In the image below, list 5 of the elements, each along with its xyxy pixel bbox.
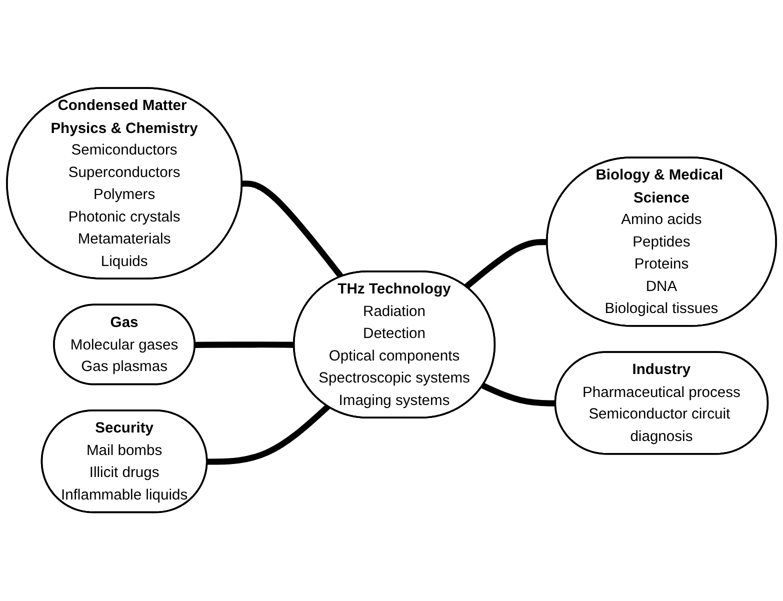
connector	[242, 180, 344, 279]
connector	[482, 383, 556, 407]
connector	[464, 239, 548, 290]
connector	[195, 342, 294, 348]
connector	[207, 404, 330, 466]
